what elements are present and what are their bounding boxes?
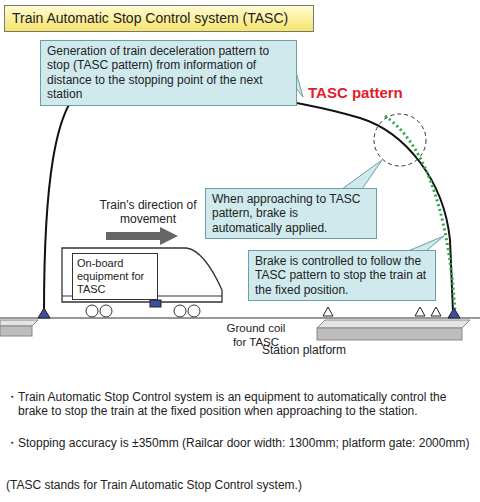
- title-band: Train Automatic Stop Control system (TAS…: [4, 5, 314, 32]
- track: [0, 317, 480, 318]
- title-text: Train Automatic Stop Control system (TAS…: [12, 10, 306, 27]
- callout-tail: [408, 236, 444, 251]
- part-label: Station platform: [262, 343, 372, 357]
- stop-marker: [38, 308, 50, 318]
- callout-box: Generation of train deceleration pattern…: [40, 40, 297, 106]
- wheel: [188, 305, 200, 317]
- note-text: (TASC stands for Train Automatic Stop Co…: [6, 478, 474, 492]
- ground-coil: [431, 307, 441, 316]
- train-body: [62, 248, 222, 302]
- box-text: When approaching to TASC pattern, brake …: [212, 192, 370, 235]
- wheel: [100, 305, 112, 317]
- speed-curve: [44, 83, 453, 312]
- box-text: Generation of train deceleration pattern…: [47, 44, 290, 102]
- direction-label: Train's direction of movement: [96, 198, 200, 227]
- callout-tail: [342, 160, 382, 189]
- stop-marker: [448, 308, 460, 318]
- box-text: On-board equipment for TASC: [77, 257, 153, 296]
- platform: [317, 320, 470, 328]
- ground-coil: [415, 307, 425, 316]
- callout-box: When approaching to TASC pattern, brake …: [205, 188, 377, 239]
- platform: [0, 320, 38, 326]
- direction-arrow: [106, 227, 178, 245]
- equipment-box: On-board equipment for TASC: [72, 253, 158, 300]
- box-text: Brake is controlled to follow the TASC p…: [255, 254, 429, 297]
- platform: [317, 328, 462, 340]
- callout-tail: [296, 72, 303, 97]
- ground-coil: [323, 307, 333, 316]
- callout-box: Brake is controlled to follow the TASC p…: [248, 250, 436, 301]
- highlight-circle: [374, 114, 426, 166]
- pattern-label: TASC pattern: [308, 84, 428, 102]
- wheel: [86, 305, 98, 317]
- platform: [0, 326, 32, 336]
- onboard-antenna: [150, 300, 161, 307]
- wheel: [174, 305, 186, 317]
- note-text: ・Stopping accuracy is ±350mm (Railcar do…: [6, 436, 474, 450]
- note-text: ・Train Automatic Stop Control system is …: [6, 390, 474, 419]
